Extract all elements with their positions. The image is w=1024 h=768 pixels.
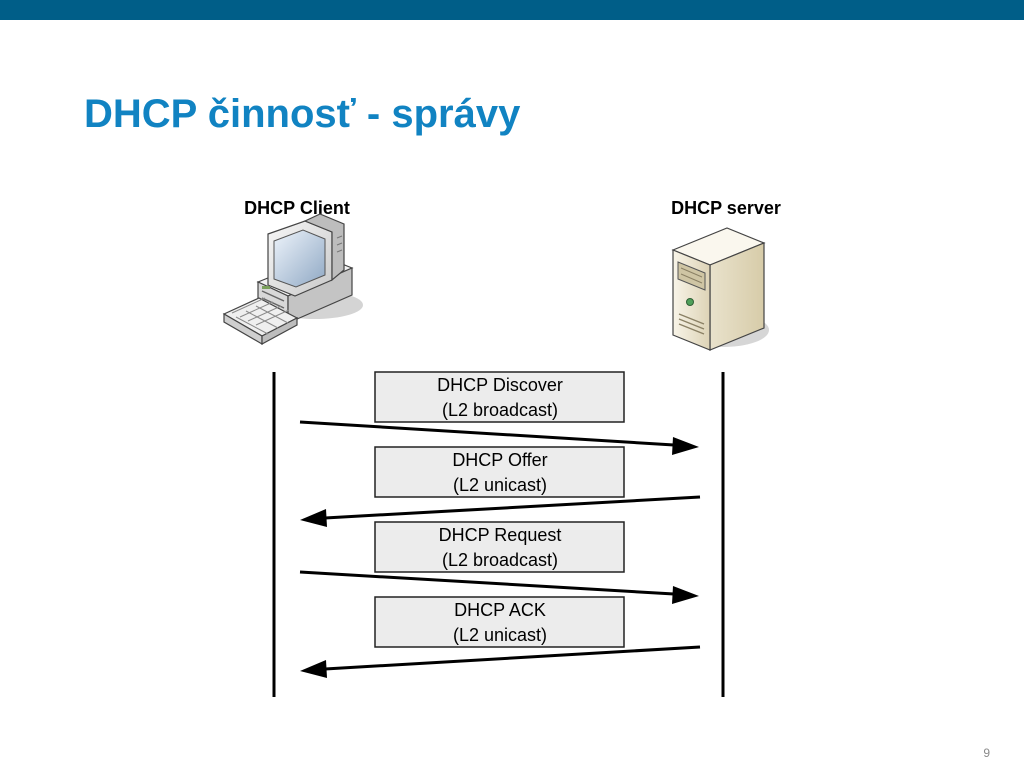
client-label: DHCP Client [244, 198, 350, 218]
message-ack: DHCP ACK (L2 unicast) [374, 596, 625, 648]
tower-server-icon [671, 227, 769, 351]
message-box [374, 596, 625, 648]
top-bar [0, 0, 1024, 20]
desktop-computer-icon [222, 213, 363, 346]
message-name: DHCP Request [439, 525, 562, 545]
message-delivery: (L2 broadcast) [442, 400, 558, 420]
server-label: DHCP server [671, 198, 781, 218]
arrow-offer [300, 495, 701, 527]
arrowhead [300, 660, 327, 678]
message-discover: DHCP Discover (L2 broadcast) [374, 371, 625, 423]
message-delivery: (L2 unicast) [453, 625, 547, 645]
message-name: DHCP ACK [454, 600, 546, 620]
arrow-request [299, 570, 699, 604]
arrowhead [672, 437, 699, 455]
arrow-discover [299, 420, 699, 455]
message-name: DHCP Discover [437, 375, 563, 395]
arrowhead [300, 509, 327, 527]
message-request: DHCP Request (L2 broadcast) [374, 521, 625, 573]
arrow-ack [300, 645, 701, 678]
message-box [374, 371, 625, 423]
message-offer: DHCP Offer (L2 unicast) [374, 446, 625, 498]
message-name: DHCP Offer [452, 450, 547, 470]
message-box [374, 521, 625, 573]
message-delivery: (L2 broadcast) [442, 550, 558, 570]
slide-title: DHCP činnosť - správy [84, 92, 521, 136]
arrowhead [672, 586, 699, 604]
message-box [374, 446, 625, 498]
message-delivery: (L2 unicast) [453, 475, 547, 495]
page-number: 9 [983, 746, 990, 760]
